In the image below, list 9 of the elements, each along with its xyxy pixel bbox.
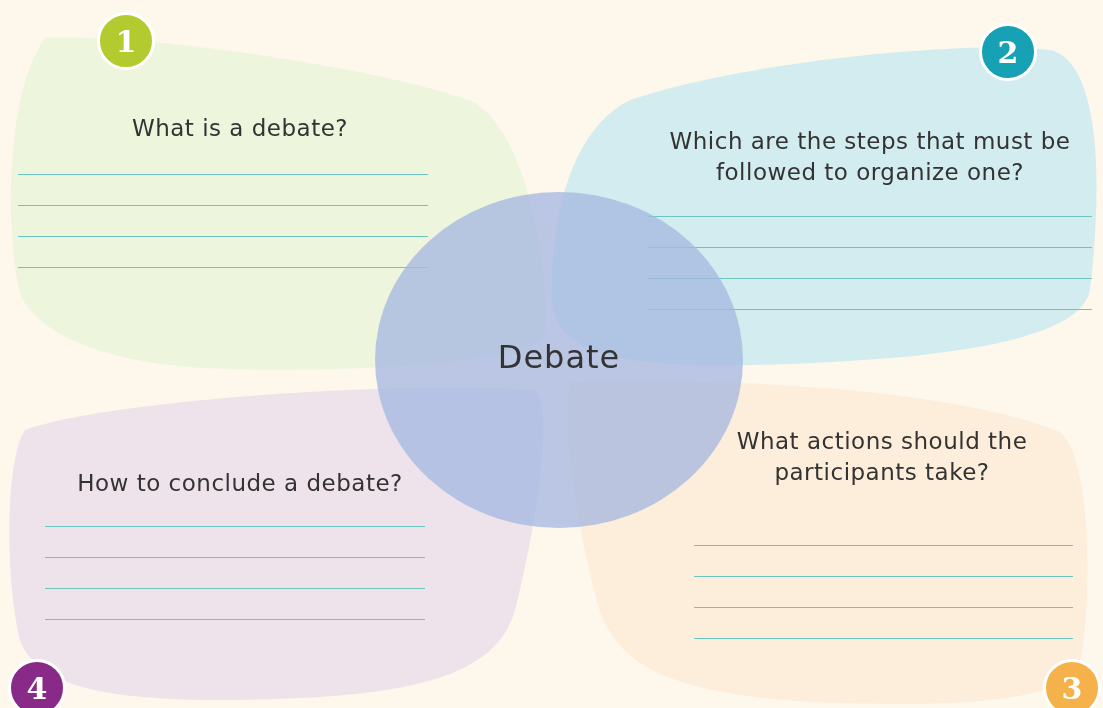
question-text: What is a debate? bbox=[130, 114, 350, 143]
question-text: How to conclude a debate? bbox=[76, 469, 404, 498]
number-badge: 2 bbox=[979, 23, 1037, 81]
number-badge: 3 bbox=[1043, 659, 1101, 708]
number-badge: 1 bbox=[97, 12, 155, 70]
question-text: What actions should the participants take? bbox=[735, 427, 1029, 487]
number-badge: 4 bbox=[8, 659, 66, 708]
question-text: Which are the steps that must be followed to organize one? bbox=[668, 127, 1072, 187]
topic-label: Debate bbox=[496, 338, 622, 376]
